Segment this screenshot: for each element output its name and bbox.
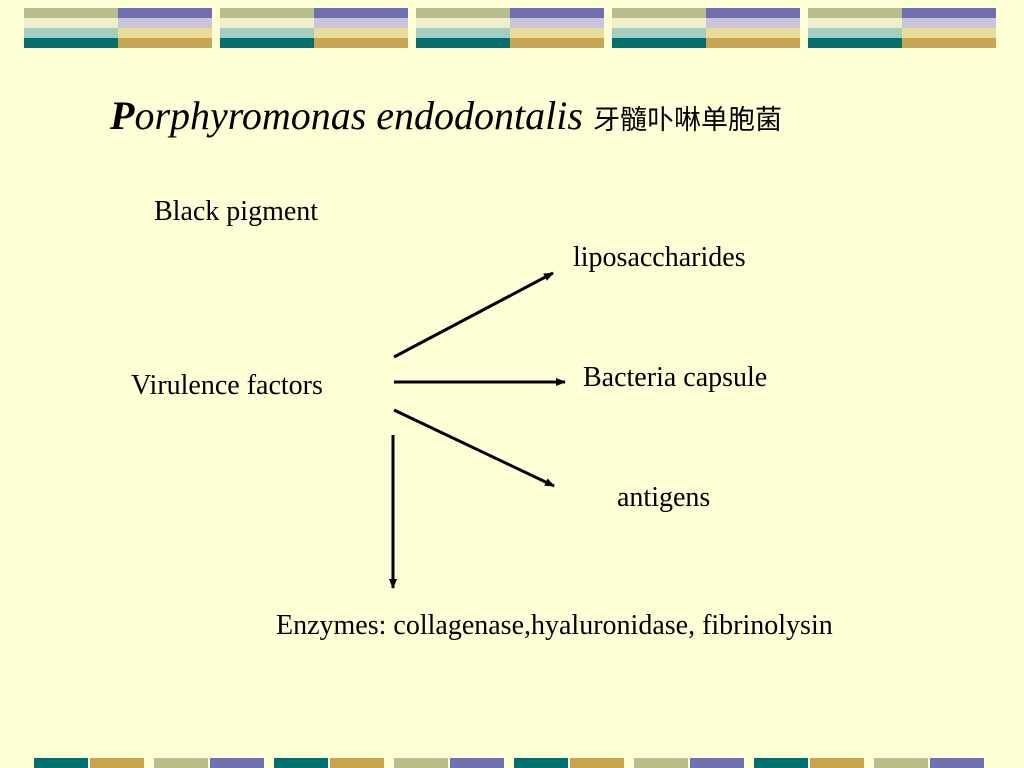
arrow-to-antigens <box>394 410 554 486</box>
bottom-decorative-band <box>34 758 994 768</box>
arrow-to-liposaccharides <box>394 273 553 357</box>
